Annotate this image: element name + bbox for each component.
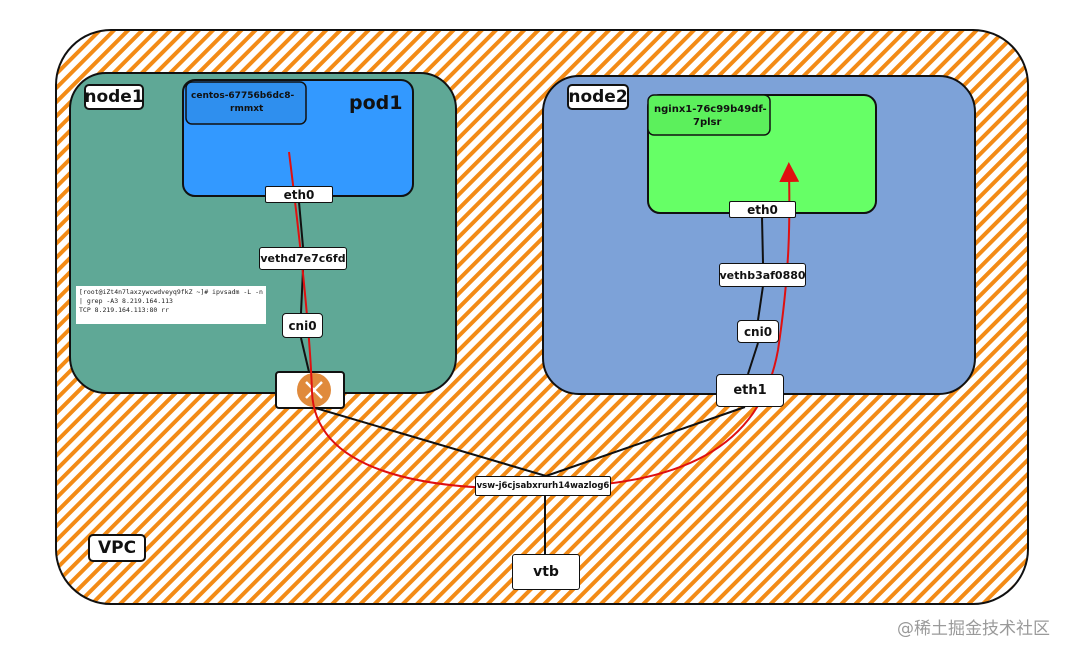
vpc-label: VPC <box>88 534 146 562</box>
terminal-line: TCP 8.219.164.113:80 rr <box>79 306 170 314</box>
node2-veth: vethb3af0880 <box>719 263 806 287</box>
node2-cni0: cni0 <box>737 320 779 343</box>
node2-link-veth-cni <box>757 285 764 321</box>
node1-label: node1 <box>84 84 144 110</box>
node1-link-cni-gw <box>300 337 310 373</box>
node1-link-eth0-veth <box>298 201 304 248</box>
pod1-eth0: eth0 <box>265 186 333 203</box>
vswitch: vsw-j6cjsabxrurh14wazlog6 <box>475 476 611 496</box>
cross-icon-stroke-b <box>305 381 323 399</box>
node2-link-eth0-veth <box>761 216 764 264</box>
terminal-line: | grep -A3 8.219.164.113 <box>79 297 173 305</box>
pod2-eth0: eth0 <box>729 201 796 218</box>
vtb: vtb <box>512 554 580 590</box>
node1-cni0: cni0 <box>282 313 323 338</box>
pod2-name-line2: 7plsr <box>693 117 722 128</box>
terminal-line: [root@iZt4n7laxzywcwdveyq9fkZ ~]# ipvsad… <box>79 288 263 296</box>
pod1-name-line1: centos-67756b6dc8- <box>191 91 295 101</box>
pod1-name-box <box>185 81 307 125</box>
link-node1-vsw <box>311 406 547 477</box>
watermark: @稀土掘金技术社区 <box>897 619 1050 639</box>
ipvsadm-terminal: [root@iZt4n7laxzywcwdveyq9fkZ ~]# ipvsad… <box>76 286 266 324</box>
pod2-name-line1: nginx1-76c99b49df- <box>654 104 767 115</box>
node2-label: node2 <box>567 84 629 110</box>
node2-link-cni-eth1 <box>747 342 759 375</box>
pod1-label: pod1 <box>349 92 403 114</box>
node2-eth1: eth1 <box>716 374 784 407</box>
node1-veth: vethd7e7c6fd <box>259 247 347 270</box>
link-node2-vsw <box>545 406 746 477</box>
pod1-name-line2: rmmxt <box>230 104 264 114</box>
pod2-name-box <box>647 94 771 136</box>
